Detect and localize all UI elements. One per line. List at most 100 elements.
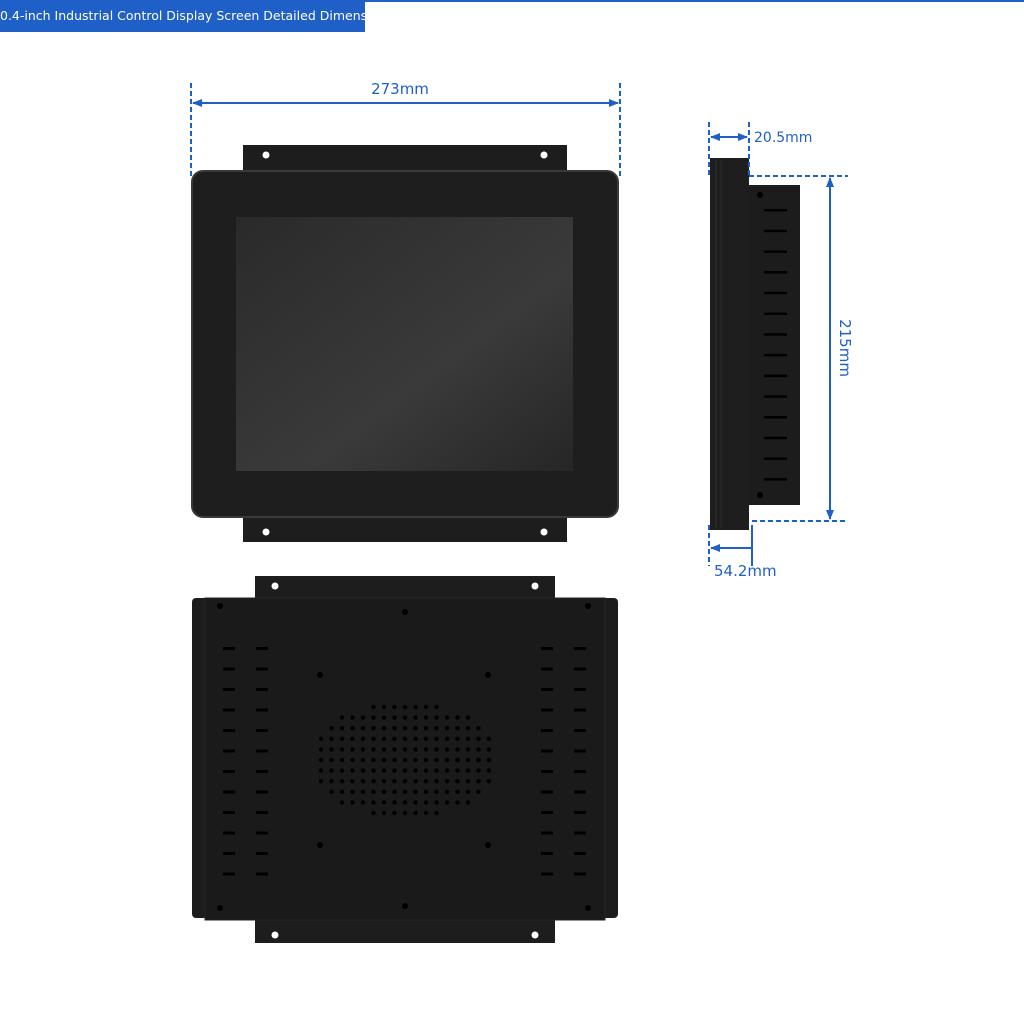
speaker-hole	[381, 757, 387, 763]
back-vent-slot	[541, 708, 553, 712]
speaker-hole	[350, 726, 355, 731]
speaker-hole	[423, 810, 429, 816]
speaker-hole	[413, 736, 418, 741]
speaker-hole	[465, 789, 471, 794]
speaker-hole	[381, 768, 387, 773]
back-vent-slot	[256, 647, 268, 650]
back-vent-slot	[223, 811, 235, 814]
width-label: 273mm	[371, 80, 429, 98]
speaker-hole	[381, 715, 387, 720]
speaker-hole	[350, 789, 355, 794]
speaker-hole	[413, 704, 418, 710]
speaker-hole	[413, 768, 418, 773]
speaker-hole	[444, 715, 450, 720]
back-vent-slot	[541, 729, 553, 732]
speaker-hole	[486, 779, 492, 784]
speaker-hole	[392, 715, 397, 720]
back-vent-slot	[574, 729, 586, 732]
back-vent-slot	[256, 688, 268, 691]
side-vent-slot	[764, 436, 787, 440]
speaker-hole	[455, 747, 460, 752]
speaker-hole	[476, 779, 481, 784]
side-vent-slot	[764, 374, 787, 378]
speaker-hole	[455, 757, 460, 763]
speaker-hole	[413, 747, 418, 752]
speaker-hole	[434, 704, 439, 710]
speaker-hole	[329, 757, 334, 763]
back-vent-slot	[574, 708, 586, 712]
speaker-hole	[402, 726, 408, 731]
front-view	[191, 145, 619, 542]
screw-hole	[317, 672, 323, 678]
speaker-hole	[413, 810, 418, 816]
back-vent-slot	[223, 770, 235, 773]
speaker-hole	[360, 726, 366, 731]
speaker-hole	[339, 779, 345, 784]
side-vent-slot	[764, 291, 787, 295]
speaker-hole	[350, 715, 355, 720]
speaker-hole	[476, 768, 481, 773]
speaker-hole	[318, 779, 324, 784]
speaker-hole	[423, 747, 429, 752]
back-vent-slot	[256, 770, 268, 773]
side-vent-slot	[764, 353, 787, 357]
speaker-hole	[350, 800, 355, 805]
side-vent-slot	[764, 250, 787, 253]
speaker-hole	[434, 726, 439, 731]
side-vent-slot	[764, 229, 787, 233]
side-vent-slot	[764, 457, 787, 460]
speaker-hole	[434, 800, 439, 805]
speaker-hole	[434, 768, 439, 773]
back-vent-slot	[223, 831, 235, 835]
screw-hole	[402, 903, 408, 909]
speaker-hole	[413, 800, 418, 805]
screw-hole	[585, 905, 591, 911]
speaker-hole	[329, 736, 334, 741]
speaker-hole	[486, 747, 492, 752]
speaker-hole	[423, 736, 429, 741]
back-vent-slot	[223, 872, 235, 876]
speaker-hole	[392, 789, 397, 794]
side-vent-slot	[764, 209, 787, 212]
speaker-hole	[350, 768, 355, 773]
back-vent-slot	[541, 688, 553, 691]
back-vent-slot	[223, 749, 235, 753]
speaker-hole	[444, 800, 450, 805]
back-vent-slot	[574, 770, 586, 773]
speaker-hole	[402, 789, 408, 794]
back-vent-slot	[223, 790, 235, 794]
speaker-hole	[360, 768, 366, 773]
speaker-hole	[318, 768, 324, 773]
speaker-hole	[455, 789, 460, 794]
back-vent-slot	[223, 667, 235, 671]
speaker-hole	[402, 768, 408, 773]
speaker-hole	[444, 736, 450, 741]
speaker-hole	[392, 779, 397, 784]
back-vent-slot	[256, 749, 268, 753]
back-vent-slot	[574, 811, 586, 814]
speaker-hole	[486, 757, 492, 763]
speaker-hole	[476, 789, 481, 794]
speaker-hole	[350, 779, 355, 784]
speaker-hole	[381, 704, 387, 710]
back-vent-slot	[256, 831, 268, 835]
back-vent-slot	[541, 647, 553, 650]
speaker-hole	[371, 768, 376, 773]
back-vent-slot	[574, 831, 586, 835]
speaker-hole	[339, 789, 345, 794]
speaker-hole	[339, 747, 345, 752]
screw-hole	[317, 842, 323, 848]
speaker-hole	[455, 715, 460, 720]
speaker-hole	[329, 789, 334, 794]
speaker-hole	[444, 768, 450, 773]
speaker-hole	[465, 715, 471, 720]
speaker-hole	[486, 736, 492, 741]
width-dimension	[190, 83, 621, 176]
back-vent-slot	[256, 667, 268, 671]
back-vent-slot	[541, 831, 553, 835]
back-vent-slot	[256, 852, 268, 855]
speaker-hole	[339, 757, 345, 763]
speaker-hole	[381, 810, 387, 816]
speaker-hole	[360, 736, 366, 741]
